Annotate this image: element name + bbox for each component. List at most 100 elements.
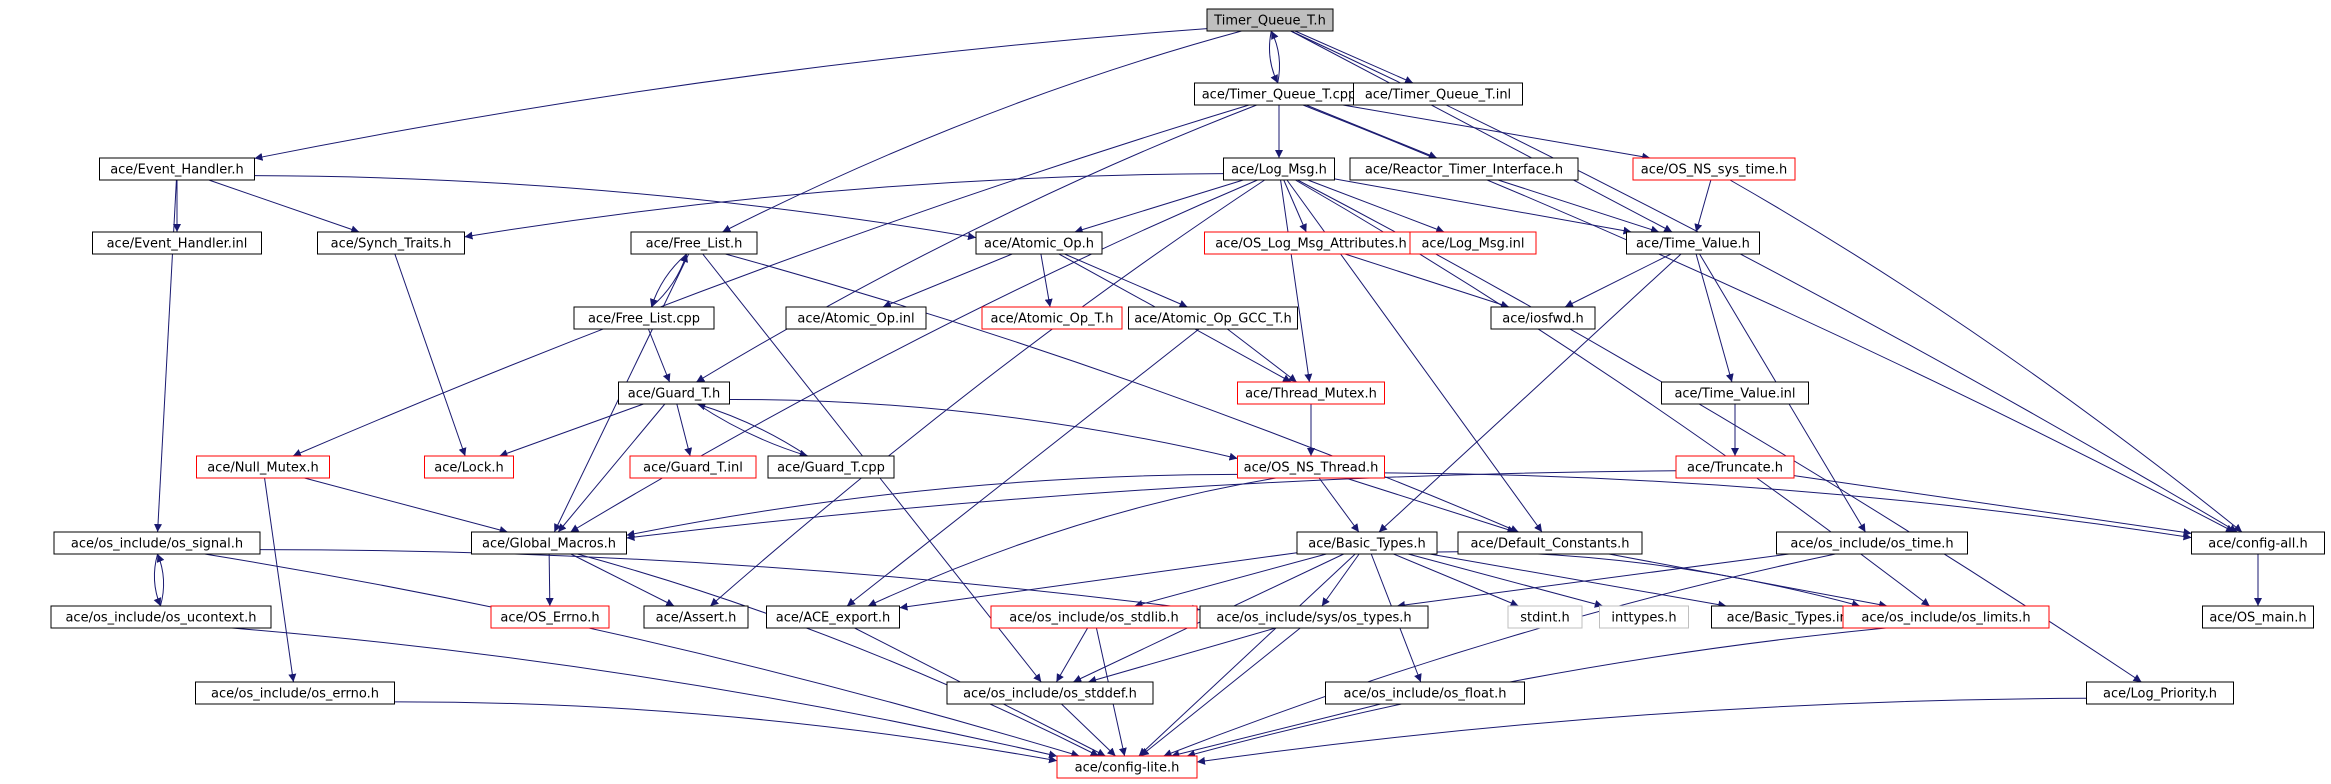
graph-node[interactable]: ace/config-lite.h	[1056, 755, 1198, 779]
graph-node-box	[1675, 455, 1795, 479]
graph-edge	[1290, 30, 1673, 233]
graph-node-label: ace/Event_Handler.h	[110, 163, 244, 178]
graph-edge	[697, 403, 808, 458]
graph-node[interactable]: ace/Synch_Traits.h	[317, 231, 465, 255]
graph-node-box	[317, 231, 465, 255]
graph-node[interactable]: ace/Time_Value.h	[1626, 231, 1760, 255]
graph-node-box	[195, 681, 395, 705]
graph-node-label: ace/Default_Constants.h	[1470, 537, 1629, 552]
graph-node[interactable]: ace/os_include/os_stdlib.h	[990, 605, 1198, 629]
graph-edge	[292, 104, 1250, 457]
graph-node-box	[1599, 605, 1689, 629]
graph-node-box	[1457, 531, 1643, 555]
graph-edge	[1318, 477, 1360, 533]
graph-node[interactable]: ace/Free_List.h	[630, 231, 758, 255]
graph-edge	[1695, 253, 1734, 383]
graph-node[interactable]: ace/Thread_Mutex.h	[1237, 381, 1385, 405]
graph-node-box	[53, 531, 261, 555]
graph-node[interactable]: ace/iosfwd.h	[1490, 306, 1596, 330]
graph-node-label: ace/os_include/os_ucontext.h	[65, 611, 256, 626]
graph-node-box	[1128, 306, 1298, 330]
graph-node[interactable]: ace/Atomic_Op.h	[975, 231, 1103, 255]
graph-node[interactable]: ace/Event_Handler.inl	[92, 231, 262, 255]
graph-edge	[1729, 179, 2243, 533]
graph-node[interactable]: ace/OS_Errno.h	[490, 605, 610, 629]
graph-node[interactable]: ace/os_include/os_ucontext.h	[50, 605, 272, 629]
graph-node[interactable]: ace/os_include/os_limits.h	[1842, 605, 2050, 629]
graph-edge	[1055, 627, 1089, 683]
graph-edge	[1345, 477, 1516, 534]
graph-node[interactable]: ace/os_include/os_signal.h	[53, 531, 261, 555]
graph-node[interactable]: ace/Log_Msg.h	[1223, 157, 1335, 181]
graph-node-label: ace/Timer_Queue_T.inl	[1365, 88, 1511, 103]
graph-node-box	[1632, 157, 1796, 181]
graph-node[interactable]: ace/Guard_T.h	[618, 381, 730, 405]
graph-node[interactable]: ace/Default_Constants.h	[1457, 531, 1643, 555]
graph-edge	[1793, 475, 2192, 537]
graph-edge	[729, 398, 1238, 461]
graph-node-label: ace/os_include/sys/os_types.h	[1216, 611, 1411, 626]
graph-node[interactable]: ace/OS_NS_sys_time.h	[1632, 157, 1796, 181]
graph-node[interactable]: ace/Basic_Types.inl	[1711, 605, 1867, 629]
graph-edge	[1307, 179, 1445, 233]
graph-node-box	[630, 231, 758, 255]
graph-node-box	[490, 605, 610, 629]
graph-node[interactable]: ace/Assert.h	[643, 605, 749, 629]
graph-node-label: ace/Global_Macros.h	[482, 537, 616, 552]
graph-node[interactable]: Timer_Queue_T.h	[1206, 8, 1334, 32]
graph-node[interactable]: ace/Basic_Types.h	[1296, 531, 1438, 555]
graph-edge	[882, 253, 1013, 308]
graph-edge	[1378, 253, 1682, 533]
graph-node[interactable]: ace/Null_Mutex.h	[196, 455, 330, 479]
graph-node[interactable]: ace/Atomic_Op.inl	[785, 306, 927, 330]
graph-node[interactable]: ace/Event_Handler.h	[99, 157, 255, 181]
graph-node[interactable]: inttypes.h	[1599, 605, 1689, 629]
graph-node[interactable]: ace/ACE_export.h	[766, 605, 900, 629]
graph-node[interactable]: ace/Global_Macros.h	[471, 531, 627, 555]
graph-node[interactable]: ace/os_include/sys/os_types.h	[1199, 605, 1429, 629]
graph-node[interactable]: ace/Log_Msg.inl	[1409, 231, 1537, 255]
graph-edge	[1334, 178, 1632, 235]
graph-edge	[304, 477, 508, 534]
graph-node[interactable]: ace/Atomic_Op_GCC_T.h	[1128, 306, 1298, 330]
graph-edge	[867, 477, 1277, 607]
graph-node[interactable]: ace/Timer_Queue_T.cpp	[1194, 82, 1364, 106]
graph-node[interactable]: ace/OS_NS_Thread.h	[1237, 455, 1385, 479]
graph-node[interactable]: ace/Guard_T.cpp	[767, 455, 895, 479]
graph-node-box	[1237, 381, 1385, 405]
graph-node[interactable]: ace/config-all.h	[2191, 531, 2325, 555]
graph-node[interactable]: ace/Free_List.cpp	[573, 306, 715, 330]
graph-node-box	[629, 455, 757, 479]
graph-edge	[208, 179, 360, 234]
graph-node-label: ace/Assert.h	[656, 611, 737, 626]
graph-edge	[1694, 179, 1712, 233]
graph-node[interactable]: ace/Reactor_Timer_Interface.h	[1349, 157, 1579, 181]
graph-edge	[1196, 697, 2087, 765]
graph-node-label: ace/Timer_Queue_T.cpp	[1202, 88, 1357, 103]
graph-node[interactable]: ace/Lock.h	[424, 455, 514, 479]
graph-node[interactable]: ace/OS_Log_Msg_Attributes.h	[1204, 231, 1418, 255]
graph-node[interactable]: ace/os_include/os_stddef.h	[946, 681, 1154, 705]
graph-node[interactable]: ace/OS_main.h	[2202, 605, 2314, 629]
graph-node[interactable]: ace/os_include/os_float.h	[1325, 681, 1525, 705]
graph-node[interactable]: ace/Time_Value.inl	[1661, 381, 1809, 405]
graph-node[interactable]: ace/os_include/os_errno.h	[195, 681, 395, 705]
graph-node[interactable]: ace/Timer_Queue_T.inl	[1353, 82, 1523, 106]
graph-node-label: ace/Reactor_Timer_Interface.h	[1365, 163, 1563, 178]
graph-node[interactable]: ace/Truncate.h	[1675, 455, 1795, 479]
graph-edge	[545, 553, 554, 607]
graph-node[interactable]: ace/Log_Priority.h	[2086, 681, 2234, 705]
graph-node[interactable]: ace/os_include/os_time.h	[1776, 531, 1968, 555]
graph-node-label: ace/OS_Log_Msg_Attributes.h	[1215, 237, 1406, 252]
graph-node[interactable]: stdint.h	[1507, 605, 1583, 629]
graph-node-label: ace/os_include/os_errno.h	[211, 687, 379, 702]
graph-edge	[1171, 703, 1381, 758]
graph-edge	[156, 553, 165, 607]
graph-node-label: ace/config-all.h	[2208, 537, 2308, 552]
graph-edge	[1344, 253, 1510, 309]
graph-node[interactable]: ace/Atomic_Op_T.h	[981, 306, 1123, 330]
graph-edge	[1408, 553, 1603, 608]
graph-node[interactable]: ace/Guard_T.inl	[629, 455, 757, 479]
graph-node-label: ace/config-lite.h	[1075, 761, 1180, 776]
